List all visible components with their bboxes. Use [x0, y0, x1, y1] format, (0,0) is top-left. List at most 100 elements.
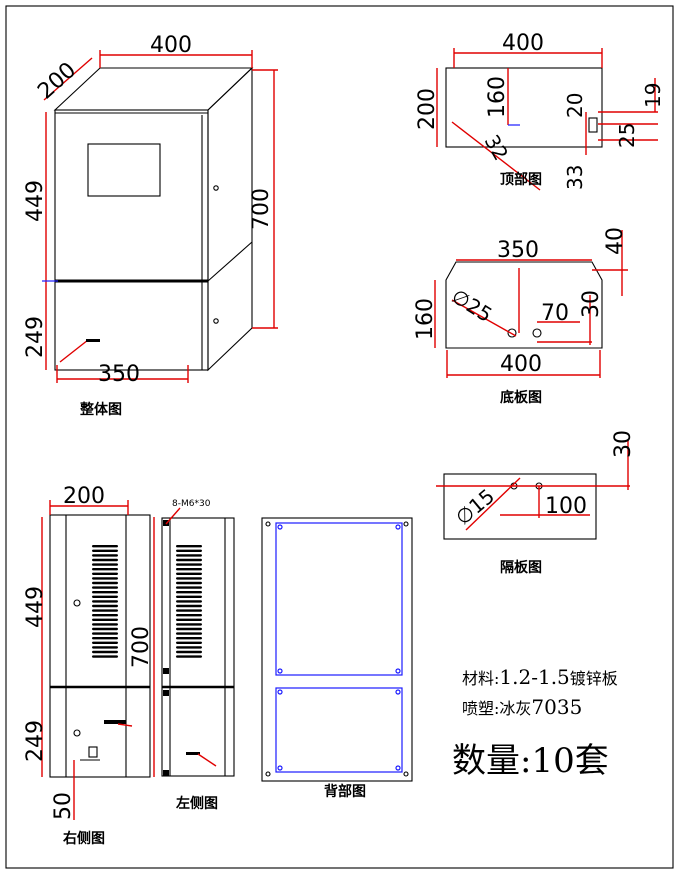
- vent-slot: [176, 641, 202, 644]
- vent-slot: [176, 581, 202, 585]
- vent-slot: [92, 600, 118, 603]
- left-side-title: 左侧图: [175, 795, 218, 812]
- vent-slot: [92, 563, 118, 566]
- vent-slot: [176, 600, 202, 603]
- back-view: 背部图: [261, 517, 413, 800]
- quantity-note: 数量:10套: [452, 741, 609, 781]
- vent-slot: [176, 568, 202, 571]
- top-d25-label: 25: [615, 123, 639, 148]
- overall-front-face: [54, 109, 209, 371]
- top-view: 400 200 160 32 20 33 19 25 顶部图: [415, 31, 665, 191]
- vent-slot: [92, 595, 118, 598]
- right-width-label: 200: [63, 484, 105, 509]
- vent-slot: [92, 554, 118, 557]
- vent-slot: [176, 591, 202, 594]
- top-view-title: 顶部图: [500, 171, 542, 188]
- vent-slot: [176, 554, 202, 557]
- right-side-title: 右侧图: [62, 830, 105, 847]
- top-inner-label: 160: [485, 76, 510, 118]
- sheet-border: [5, 5, 674, 869]
- overall-side-face: [207, 66, 253, 372]
- vent-slot: [92, 646, 118, 649]
- top-outline: [445, 67, 603, 148]
- top-width-label: 400: [502, 31, 544, 56]
- vent-slot: [92, 627, 118, 631]
- top-d20-label: 20: [563, 93, 587, 118]
- vent-slot: [176, 558, 202, 562]
- vent-slot: [176, 577, 202, 580]
- overall-upper-label: 449: [23, 180, 48, 222]
- back-lower-panel: [275, 687, 403, 773]
- bottom-d40-label: 40: [603, 227, 628, 255]
- vent-slot: [92, 572, 118, 575]
- back-outline: [261, 517, 413, 782]
- overall-height-label: 700: [249, 188, 274, 230]
- vent-slot: [92, 623, 118, 626]
- bottom-plate-view: 350 400 160 ∅25 70 30 40 底板图: [413, 227, 628, 406]
- vent-slot: [92, 604, 118, 608]
- right-upper-label: 449: [23, 586, 48, 628]
- vent-slot: [176, 572, 202, 575]
- bottom-plate-title: 底板图: [500, 389, 542, 406]
- left-side-outline: [161, 517, 235, 777]
- coating-note: 喷塑:冰灰7035: [462, 695, 582, 719]
- bottom-d30-label: 30: [579, 290, 604, 318]
- partition-hole-label: ∅15: [451, 484, 499, 530]
- vent-slot: [92, 581, 118, 585]
- left-side-vents: [176, 545, 202, 658]
- bottom-top-width-label: 350: [497, 238, 539, 263]
- vent-slot: [92, 558, 118, 562]
- vent-slot: [92, 637, 118, 640]
- vent-slot: [176, 632, 202, 635]
- partition-d30-label: 30: [611, 430, 636, 458]
- left-screws-label: 8-M6*30: [172, 499, 211, 509]
- vent-slot: [92, 568, 118, 571]
- overall-width-bottom-label: 350: [98, 362, 140, 387]
- notes-block: 材料:1.2-1.5镀锌板 喷塑:冰灰7035 数量:10套: [452, 665, 618, 781]
- vent-slot: [176, 650, 202, 654]
- partition-view: 30 ∅15 100 隔板图: [436, 430, 636, 576]
- vent-slot: [176, 549, 202, 552]
- bottom-d70-label: 70: [541, 301, 569, 326]
- overall-view: 400 200 700 449 249 350 整体图: [23, 33, 278, 418]
- partition-d100-label: 100: [545, 494, 587, 519]
- display-window: [87, 143, 161, 197]
- vent-slot: [92, 632, 118, 635]
- vent-slot: [176, 614, 202, 617]
- vent-slot: [92, 618, 118, 621]
- right-height-label: 700: [129, 626, 154, 668]
- vent-slot: [92, 609, 118, 612]
- vent-slot: [176, 618, 202, 621]
- vent-slot: [92, 650, 118, 654]
- vent-slot: [92, 614, 118, 617]
- top-d19-label: 19: [641, 83, 665, 108]
- vent-slot: [176, 646, 202, 649]
- right-side-view: 200 449 249 700 50 右侧图: [23, 484, 155, 847]
- top-d33-label: 33: [563, 165, 587, 190]
- material-note: 材料:1.2-1.5镀锌板: [462, 665, 618, 689]
- vent-slot: [176, 545, 202, 548]
- vent-slot: [176, 655, 202, 658]
- overall-view-title: 整体图: [79, 401, 122, 418]
- overall-width-top-label: 400: [150, 33, 192, 58]
- back-upper-panel: [275, 522, 403, 676]
- vent-slot: [176, 627, 202, 631]
- bottom-depth-label: 160: [413, 298, 438, 340]
- vent-slot: [176, 563, 202, 566]
- vent-slot: [176, 604, 202, 608]
- vent-slot: [176, 609, 202, 612]
- right-lower-label: 249: [23, 720, 48, 762]
- vent-slot: [92, 549, 118, 552]
- top-diag-label: 32: [480, 131, 514, 165]
- left-side-view: 8-M6*30 左侧图: [161, 499, 235, 812]
- vent-slot: [92, 577, 118, 580]
- vent-slot: [92, 586, 118, 589]
- overall-top-face: [53, 67, 254, 111]
- overall-lower-label: 249: [23, 316, 48, 358]
- overall-depth-label: 200: [33, 58, 81, 105]
- back-view-title: 背部图: [324, 783, 366, 800]
- vent-slot: [176, 586, 202, 589]
- vent-slot: [92, 641, 118, 644]
- top-depth-label: 200: [415, 88, 440, 130]
